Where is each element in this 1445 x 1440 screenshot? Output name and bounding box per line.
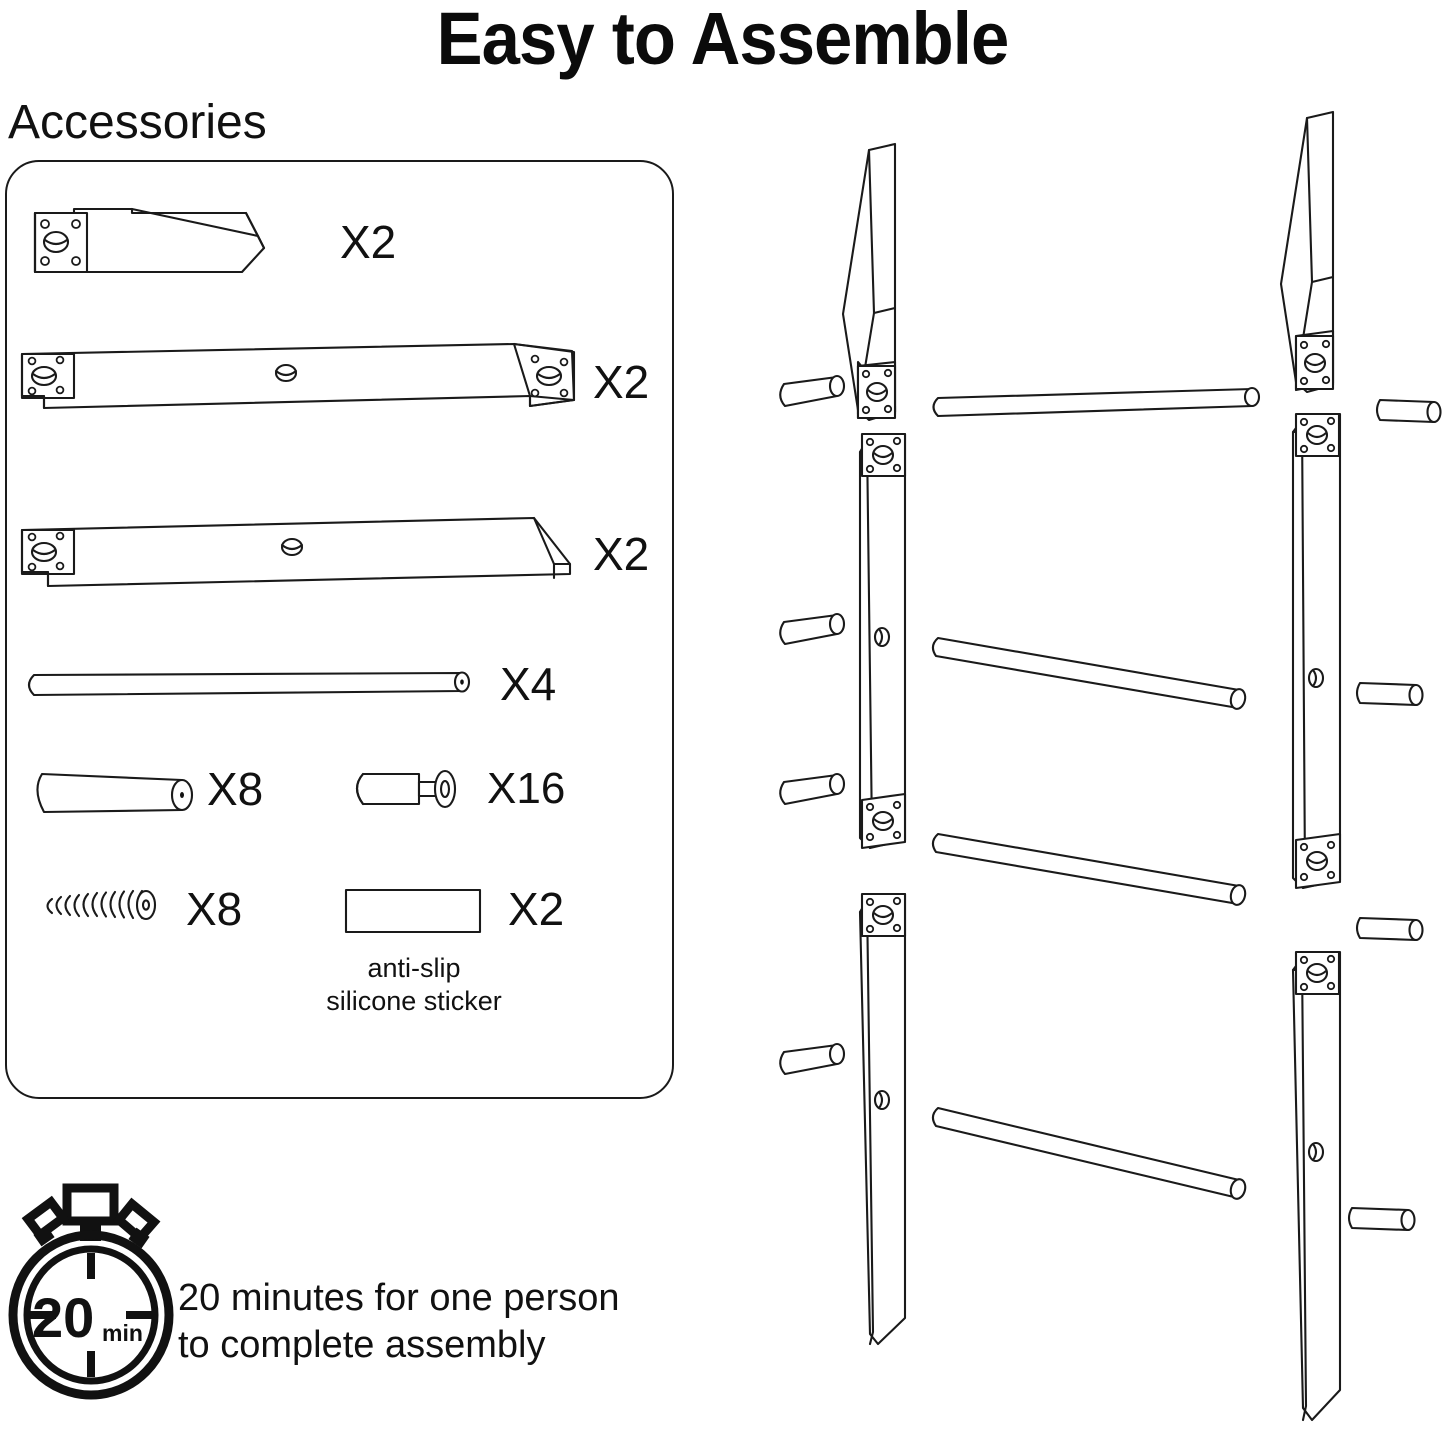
accessory-caption-line2: silicone sticker <box>326 986 502 1016</box>
accessory-item-tapered-side-leg <box>14 196 334 276</box>
accessory-qty-barrel-connector-bolt: X16 <box>487 764 566 813</box>
accessory-item-long-side-rail-one-end <box>14 512 584 592</box>
part-rail-rod-3 <box>931 832 1247 906</box>
accessories-box <box>5 160 674 1099</box>
part-dowel-pin-right-1 <box>1375 398 1442 424</box>
screw-icon <box>46 889 157 921</box>
accessory-qty-anti-slip-sticker: X2 <box>508 883 565 935</box>
barrel-bolt-icon <box>355 769 457 809</box>
part-dowel-pin-left-3 <box>779 772 846 806</box>
part-lower-left-post <box>858 892 907 1346</box>
tapered-leg-bracket-icon <box>33 207 266 274</box>
accessories-heading: Accessories <box>8 96 267 149</box>
stopwatch-icon <box>8 1183 174 1400</box>
accessory-qty-long-side-rail-one-end: X2 <box>593 528 650 580</box>
accessory-item-barrel-connector-bolt <box>345 764 475 816</box>
part-rail-rod-1 <box>932 386 1261 418</box>
accessory-qty-long-side-rail-both-ends: X2 <box>593 356 650 408</box>
accessory-item-threaded-screw <box>36 880 176 932</box>
assembly-time-text: 20 minutes for one person to complete as… <box>178 1275 620 1369</box>
page-title: Easy to Assemble <box>436 0 1010 80</box>
part-dowel-pin-right-3 <box>1355 916 1424 942</box>
accessory-item-long-side-rail-both-ends <box>14 338 584 418</box>
assembly-time-line1: 20 minutes for one person <box>178 1277 620 1319</box>
accessory-item-long-dowel-rod <box>22 655 482 705</box>
sticker-rectangle-icon <box>344 888 482 934</box>
side-rail-two-plates-icon <box>20 342 576 410</box>
part-dowel-pin-left-4 <box>779 1042 846 1076</box>
part-upper-right-tapered-leg <box>1279 110 1335 394</box>
part-mid-left-post <box>858 432 907 850</box>
part-mid-right-post <box>1291 412 1342 890</box>
short-dowel-icon <box>36 772 194 814</box>
accessory-qty-tapered-side-leg: X2 <box>340 216 397 268</box>
stopwatch-dial-value: 20 <box>32 1286 95 1349</box>
part-rail-rod-2 <box>931 636 1247 710</box>
side-rail-one-plate-icon <box>20 516 572 588</box>
long-rod-icon <box>27 671 471 697</box>
part-dowel-pin-left-1 <box>779 374 846 408</box>
accessory-qty-long-dowel-rod: X4 <box>500 658 557 710</box>
part-upper-left-tapered-leg <box>841 142 897 422</box>
exploded-frame-assembly <box>740 100 1445 1440</box>
accessory-caption-line1: anti-slip <box>367 953 461 983</box>
part-dowel-pin-left-2 <box>779 612 846 646</box>
part-dowel-pin-right-4 <box>1347 1206 1416 1232</box>
assembly-time-block: 20 min <box>6 1183 181 1400</box>
stopwatch-dial-unit: min <box>102 1320 143 1346</box>
part-lower-right-post <box>1291 950 1342 1422</box>
accessory-qty-threaded-screw: X8 <box>186 883 243 935</box>
part-dowel-pin-right-2 <box>1355 681 1424 707</box>
assembly-time-line2: to complete assembly <box>178 1324 546 1366</box>
accessory-item-short-dowel-pin <box>30 760 200 828</box>
accessory-qty-short-dowel-pin: X8 <box>207 763 264 815</box>
part-rail-rod-4 <box>931 1106 1247 1200</box>
accessory-item-anti-slip-sticker <box>344 888 484 934</box>
